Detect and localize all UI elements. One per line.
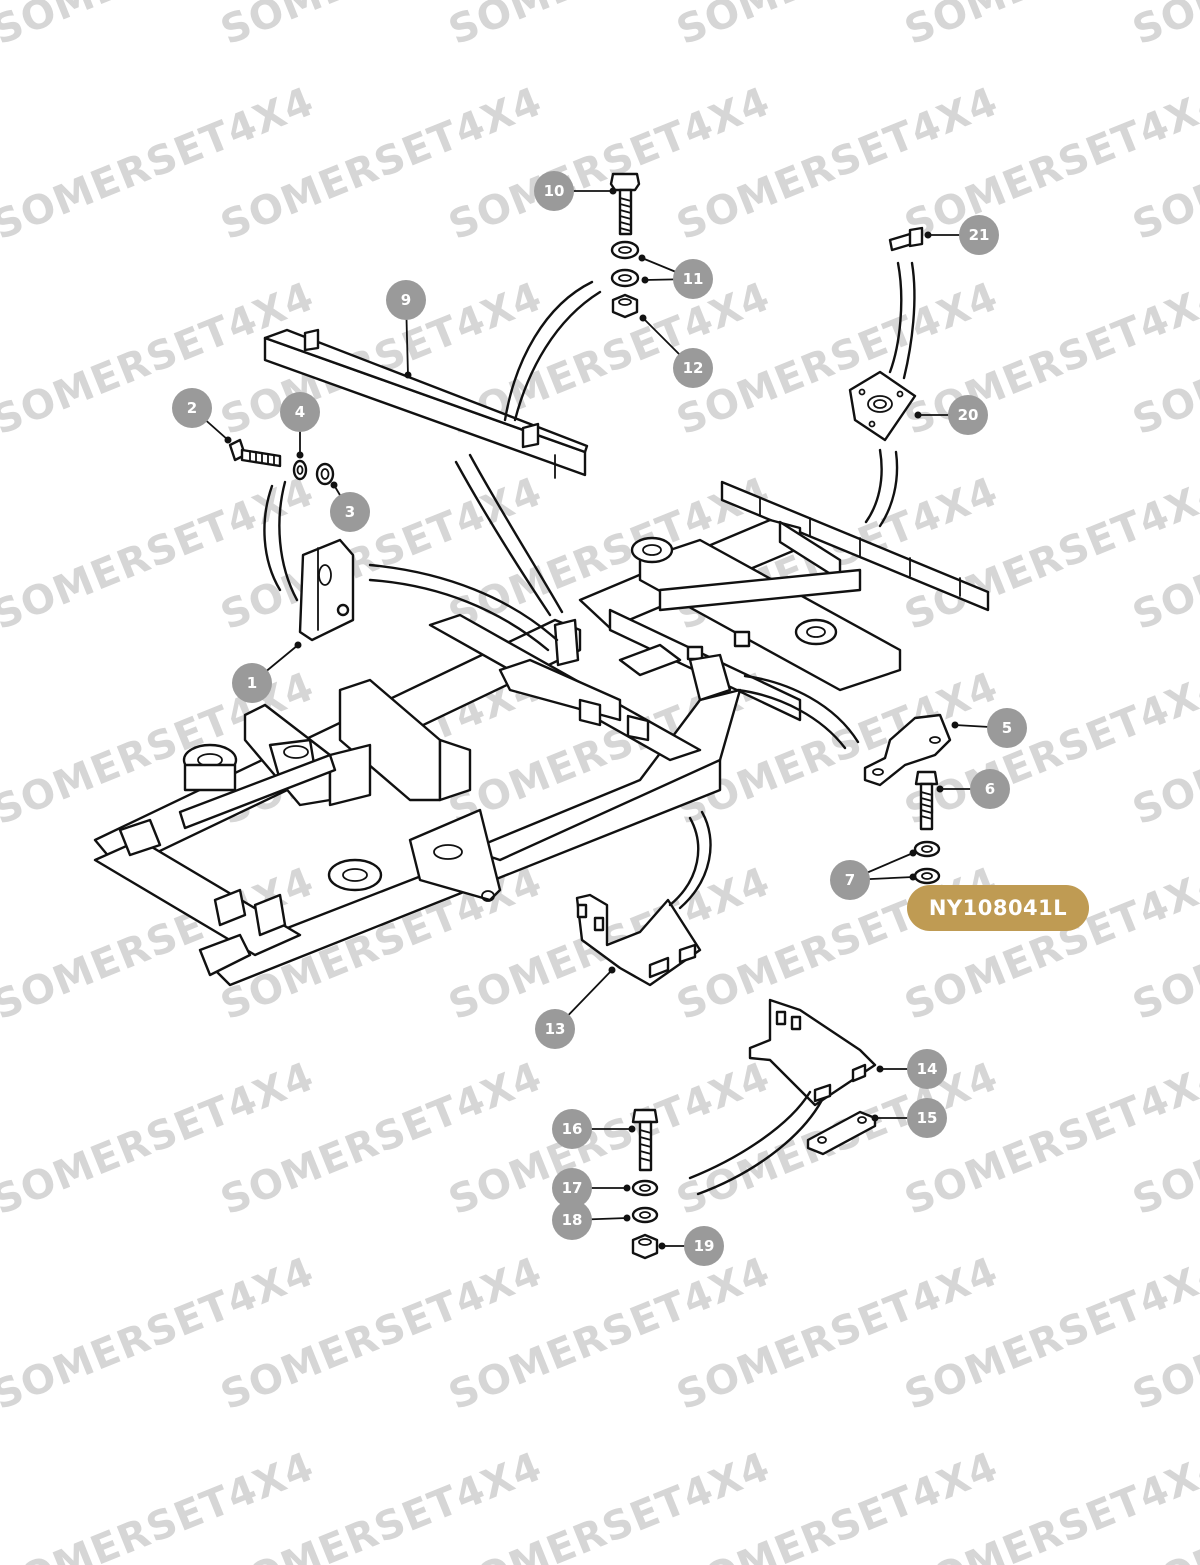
callout-badge-7[interactable]: 7 bbox=[830, 860, 870, 900]
callout-label: 5 bbox=[1002, 719, 1012, 737]
callout-label: 11 bbox=[683, 270, 704, 288]
callout-badge-11[interactable]: 11 bbox=[673, 259, 713, 299]
watermark-text: SOMERSET4X4 bbox=[1127, 0, 1200, 54]
callout-badge-4[interactable]: 4 bbox=[280, 392, 320, 432]
callout-label: 16 bbox=[562, 1120, 583, 1138]
bracket-5-hardware bbox=[863, 713, 952, 885]
bracket-14-and-plate-15 bbox=[748, 998, 877, 1156]
callout-badge-5[interactable]: 5 bbox=[987, 708, 1027, 748]
callout-badge-15[interactable]: 15 bbox=[907, 1098, 947, 1138]
callout-label: 9 bbox=[401, 291, 411, 309]
callout-badge-1[interactable]: 1 bbox=[232, 663, 272, 703]
callout-badge-21[interactable]: 21 bbox=[959, 215, 999, 255]
assembly-leader-arcs bbox=[263, 261, 916, 1196]
callout-leader-dots bbox=[224, 187, 959, 1250]
bracket-1-hardware bbox=[228, 438, 355, 642]
callout-label: 10 bbox=[544, 182, 565, 200]
callout-badge-18[interactable]: 18 bbox=[552, 1200, 592, 1240]
callout-label: 7 bbox=[845, 871, 855, 889]
callout-label: 20 bbox=[958, 406, 979, 424]
callout-label: 1 bbox=[247, 674, 257, 692]
callout-badge-12[interactable]: 12 bbox=[673, 348, 713, 388]
callout-badge-20[interactable]: 20 bbox=[948, 395, 988, 435]
bolt-16-hardware bbox=[631, 1108, 659, 1260]
callout-badge-9[interactable]: 9 bbox=[386, 280, 426, 320]
callout-badge-13[interactable]: 13 bbox=[535, 1009, 575, 1049]
callout-label: 15 bbox=[917, 1109, 938, 1127]
callout-badge-2[interactable]: 2 bbox=[172, 388, 212, 428]
callout-badge-10[interactable]: 10 bbox=[534, 171, 574, 211]
callout-label: 18 bbox=[562, 1211, 583, 1229]
callout-label: 13 bbox=[545, 1020, 566, 1038]
bolt-10-hardware bbox=[609, 172, 641, 319]
callout-label: 6 bbox=[985, 780, 995, 798]
callout-label: 19 bbox=[694, 1237, 715, 1255]
callout-label: 4 bbox=[295, 403, 305, 421]
callout-badge-14[interactable]: 14 bbox=[907, 1049, 947, 1089]
callout-label: 17 bbox=[562, 1179, 583, 1197]
callout-badge-6[interactable]: 6 bbox=[970, 769, 1010, 809]
callout-label: 12 bbox=[683, 359, 704, 377]
callout-badge-19[interactable]: 19 bbox=[684, 1226, 724, 1266]
bracket-13 bbox=[575, 893, 702, 987]
callout-badge-16[interactable]: 16 bbox=[552, 1109, 592, 1149]
cross-member-beam bbox=[263, 328, 589, 479]
callout-label: 14 bbox=[917, 1060, 938, 1078]
part-number-tag[interactable]: NY108041L bbox=[907, 885, 1089, 931]
callout-badge-17[interactable]: 17 bbox=[552, 1168, 592, 1208]
callout-label: 2 bbox=[187, 399, 197, 417]
callout-label: 3 bbox=[345, 503, 355, 521]
callout-badge-3[interactable]: 3 bbox=[330, 492, 370, 532]
callout-label: 21 bbox=[969, 226, 990, 244]
watermark-text: SOMERSET4X4 bbox=[0, 1444, 321, 1565]
bracket-20-hardware bbox=[848, 226, 924, 442]
